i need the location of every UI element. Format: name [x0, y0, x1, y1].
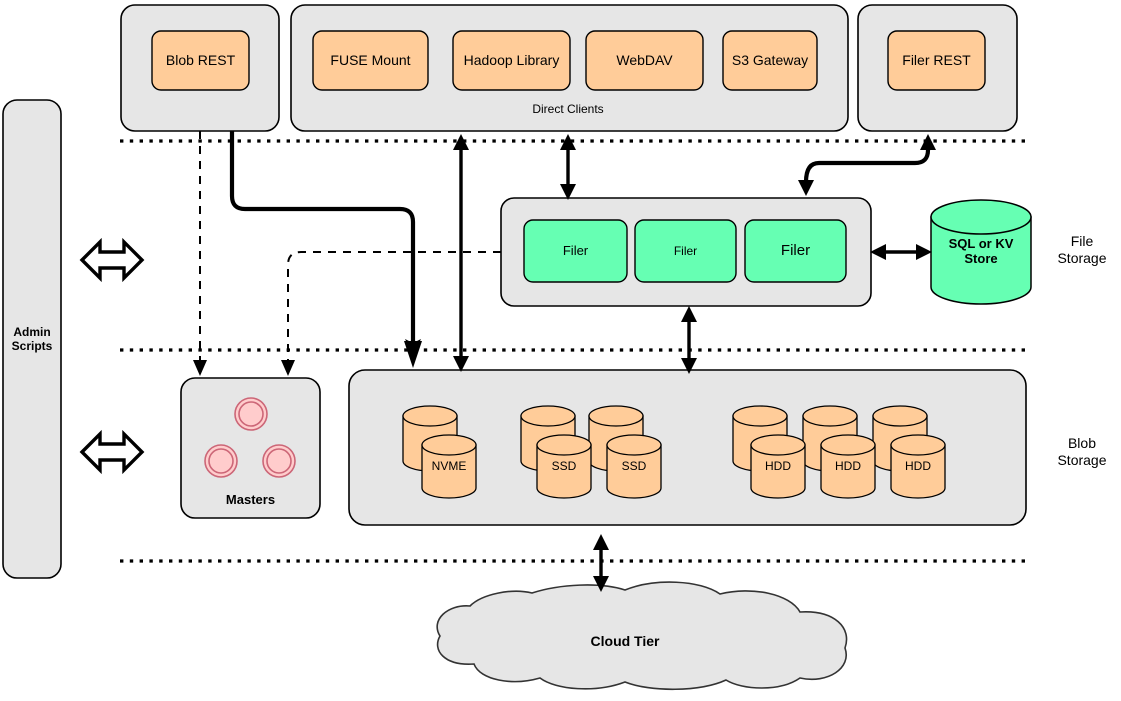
- disk-cylinder-nvme[interactable]: [421, 434, 477, 499]
- connector-filers-to-store: [870, 244, 932, 260]
- filer-node-1[interactable]: [523, 219, 628, 283]
- filer-node-3[interactable]: [744, 219, 847, 283]
- masters-group[interactable]: [180, 377, 321, 519]
- disk-cylinder-hdd[interactable]: [890, 434, 946, 499]
- client-box-fuse-mount[interactable]: [312, 30, 429, 91]
- filer-group[interactable]: [500, 197, 872, 307]
- disk-cylinder-hdd[interactable]: [750, 434, 806, 499]
- volume-servers-group[interactable]: [348, 369, 1027, 526]
- filer-rest-group[interactable]: [857, 4, 1018, 132]
- connector-filers-to-volumes: [681, 306, 697, 374]
- connector-filers-to-masters: [281, 251, 501, 376]
- disk-group-ssd[interactable]: [520, 405, 662, 499]
- connector-direct-clients-to-filers: [560, 134, 576, 200]
- disk-group-hdd[interactable]: [732, 405, 946, 499]
- sql-or-kv-store[interactable]: [930, 199, 1032, 305]
- disk-group-nvme[interactable]: [402, 405, 477, 499]
- client-box-s3-gateway[interactable]: [722, 30, 818, 91]
- direct-clients-group[interactable]: [290, 4, 849, 132]
- cloud-tier[interactable]: [436, 581, 848, 691]
- disk-cylinder-hdd[interactable]: [820, 434, 876, 499]
- client-box-filer-rest[interactable]: [887, 30, 986, 91]
- disk-cylinder-ssd[interactable]: [536, 434, 592, 499]
- connector-admin-to-blob-storage: [79, 429, 145, 475]
- connector-admin-to-file-storage: [79, 237, 145, 283]
- filer-node-2[interactable]: [634, 219, 737, 283]
- client-box-blob-rest[interactable]: [151, 30, 250, 91]
- master-node-2[interactable]: [204, 444, 238, 478]
- connector-filer-rest-to-filers: [798, 134, 936, 196]
- connector-direct-clients-to-volumes: [453, 134, 469, 372]
- client-box-webdav[interactable]: [585, 30, 704, 91]
- client-box-hadoop-library[interactable]: [452, 30, 571, 91]
- connector-volumes-to-cloud: [593, 534, 609, 592]
- master-node-3[interactable]: [262, 444, 296, 478]
- blob-rest-group[interactable]: [120, 4, 280, 132]
- connector-blob-rest-to-volumes: [229, 131, 422, 368]
- disk-cylinder-ssd[interactable]: [606, 434, 662, 499]
- connector-blob-rest-to-masters: [193, 131, 207, 376]
- admin-scripts-panel[interactable]: [2, 99, 62, 579]
- master-node-1[interactable]: [234, 397, 268, 431]
